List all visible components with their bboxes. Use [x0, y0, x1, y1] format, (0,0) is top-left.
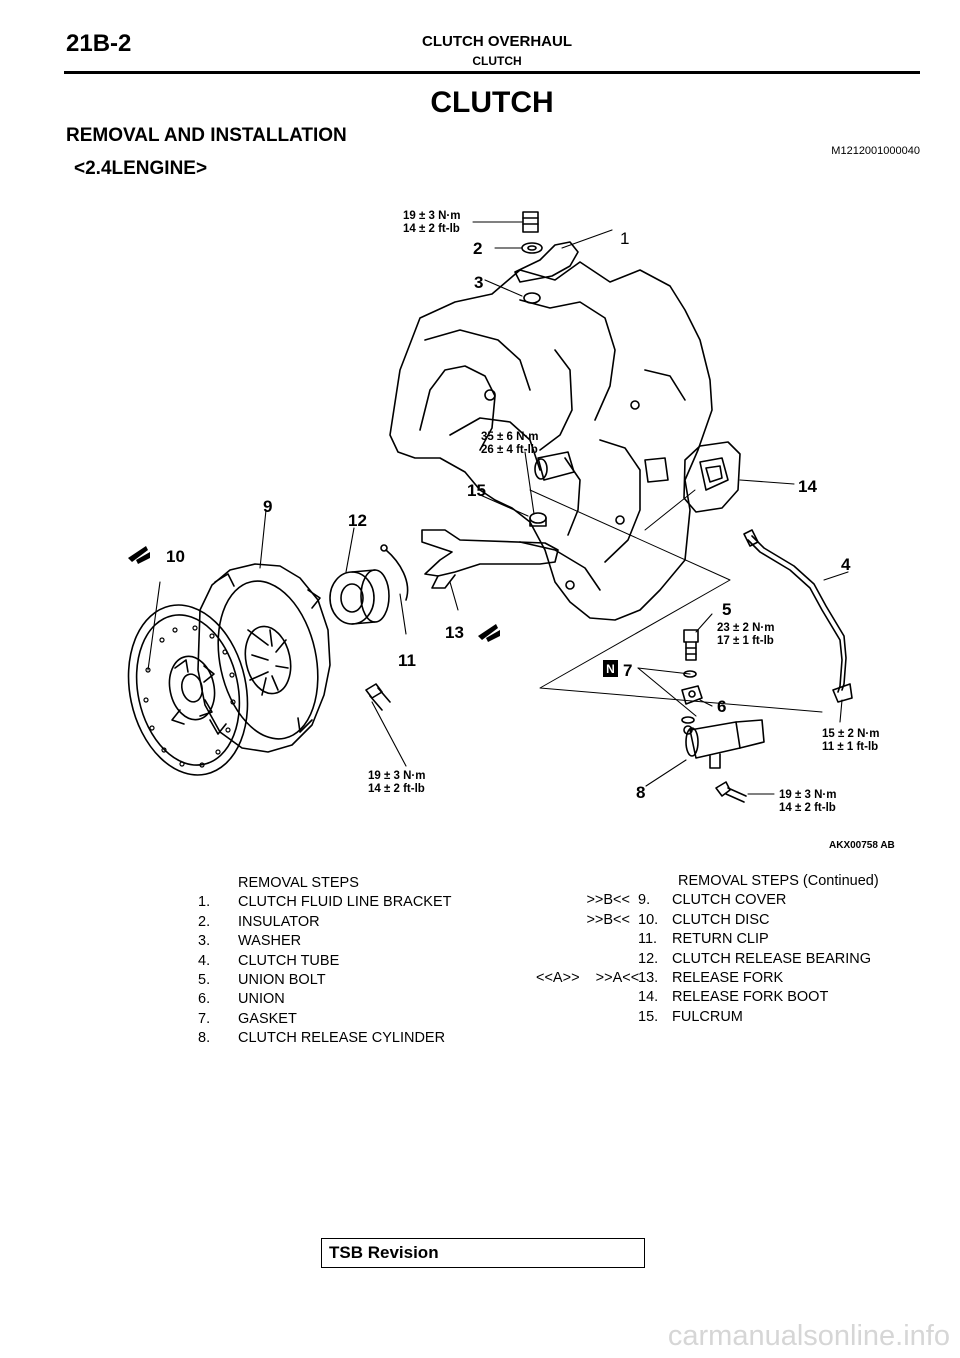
callout-5: 5	[722, 600, 731, 619]
callout-14: 14	[798, 477, 817, 496]
list-item: 15.FULCRUM	[638, 1008, 743, 1025]
removal-steps-list: REMOVAL STEPS 1.CLUTCH FLUID LINE BRACKE…	[198, 874, 518, 1049]
watermark-text: carmanualsonline.info	[667, 1320, 950, 1352]
list-item: <<A>> >>A<<13.RELEASE FORK	[536, 970, 784, 987]
fluid-line-bracket-drawing	[514, 211, 579, 304]
torque-cover-nm: 19 ± 3 N·m	[368, 770, 425, 782]
torque-cylinder-nm: 19 ± 3 N·m	[779, 789, 836, 801]
lubricant-icon	[128, 546, 150, 564]
page-number: 21B-2	[66, 30, 132, 57]
clutch-cover-drawing	[197, 563, 331, 753]
reference-lines	[529, 489, 823, 713]
torque-fulcrum-ftlb: 26 ± 4 ft-lb	[481, 444, 538, 456]
release-bearing-drawing	[329, 569, 390, 625]
callout-3: 3	[474, 273, 483, 292]
clutch-disc-drawing	[127, 604, 249, 776]
torque-union-bolt-nm: 23 ± 2 N·m	[717, 622, 774, 634]
list-item: 7.GASKET	[198, 1010, 297, 1027]
new-part-badge	[603, 660, 618, 677]
torque-cover-ftlb: 14 ± 2 ft-lb	[368, 783, 425, 795]
release-cylinder-drawing	[683, 719, 765, 769]
callout-6: 6	[717, 697, 726, 716]
torque-tube-ftlb: 11 ± 1 ft-lb	[822, 741, 878, 753]
torque-fulcrum-nm: 35 ± 6 N·m	[481, 431, 538, 443]
release-fork-drawing	[421, 529, 559, 589]
procedure-heading: REMOVAL AND INSTALLATION	[66, 125, 347, 146]
figure-code: AKX00758 AB	[829, 840, 895, 851]
leader-lines	[147, 221, 849, 795]
gasket-upper-drawing	[683, 670, 697, 678]
list-item: 1.CLUTCH FLUID LINE BRACKET	[198, 894, 452, 911]
lubricant-icon	[478, 624, 500, 642]
callout-10: 10	[166, 547, 185, 566]
engine-variant: <2.4LENGINE>	[74, 158, 208, 179]
new-part-badge-text: N	[606, 662, 615, 676]
list-item: 14.RELEASE FORK BOOT	[638, 989, 829, 1006]
torque-bracket-nm: 19 ± 3 N·m	[403, 210, 460, 222]
clutch-tube-drawing	[743, 529, 853, 703]
list-item: 5.UNION BOLT	[198, 972, 326, 989]
callout-15: 15	[467, 481, 486, 500]
callout-12: 12	[348, 511, 367, 530]
list-item: >>B<<10.CLUTCH DISC	[586, 911, 770, 928]
header-rule	[64, 71, 920, 74]
transaxle-housing-drawing	[389, 261, 713, 621]
callout-13: 13	[445, 623, 464, 642]
cylinder-bolt-drawing	[715, 781, 747, 803]
torque-tube-nm: 15 ± 2 N·m	[822, 728, 879, 740]
union-drawing	[681, 685, 703, 705]
callout-11: 11	[398, 651, 416, 670]
tsb-revision-box: TSB Revision	[321, 1238, 645, 1268]
clutch-exploded-diagram: N 1 2 3 4 5 6 7 8 9 10 11 12 13 14 15 19…	[127, 210, 879, 814]
torque-union-bolt-ftlb: 17 ± 1 ft-lb	[717, 635, 774, 647]
page-title: CLUTCH	[430, 86, 554, 119]
list-item: 12.CLUTCH RELEASE BEARING	[638, 950, 872, 967]
subsection-title: CLUTCH	[472, 54, 522, 68]
fulcrum-drawing	[529, 512, 547, 527]
list-item: 3.WASHER	[198, 933, 302, 950]
list-item: >>B<<9.CLUTCH COVER	[586, 892, 787, 909]
callout-1: 1	[620, 229, 629, 248]
removal-steps-heading: REMOVAL STEPS	[238, 875, 359, 891]
union-bolt-drawing	[683, 629, 699, 661]
removal-steps-continued-heading: REMOVAL STEPS (Continued)	[678, 873, 879, 889]
torque-cylinder-ftlb: 14 ± 2 ft-lb	[779, 802, 836, 814]
list-item: 8.CLUTCH RELEASE CYLINDER	[198, 1030, 446, 1047]
torque-bracket-ftlb: 14 ± 2 ft-lb	[403, 223, 460, 235]
list-item: 6.UNION	[198, 991, 285, 1008]
callout-4: 4	[841, 555, 851, 574]
list-item: 4.CLUTCH TUBE	[198, 952, 340, 969]
callout-2: 2	[473, 239, 482, 258]
section-title: CLUTCH OVERHAUL	[422, 33, 572, 50]
return-clip-drawing	[380, 544, 409, 601]
removal-steps-continued-list: REMOVAL STEPS (Continued) >>B<<9.CLUTCH …	[536, 872, 936, 1027]
callout-9: 9	[263, 497, 272, 516]
cover-bolt-drawing	[365, 683, 391, 711]
list-item: 11.RETURN CLIP	[638, 931, 769, 948]
callout-7: 7	[623, 661, 632, 680]
list-item: 2.INSULATOR	[198, 913, 320, 930]
gasket-lower-drawing	[681, 716, 695, 724]
document-code: M1212001000040	[831, 145, 920, 157]
callout-8: 8	[636, 783, 645, 802]
release-fork-boot-drawing	[683, 441, 741, 513]
